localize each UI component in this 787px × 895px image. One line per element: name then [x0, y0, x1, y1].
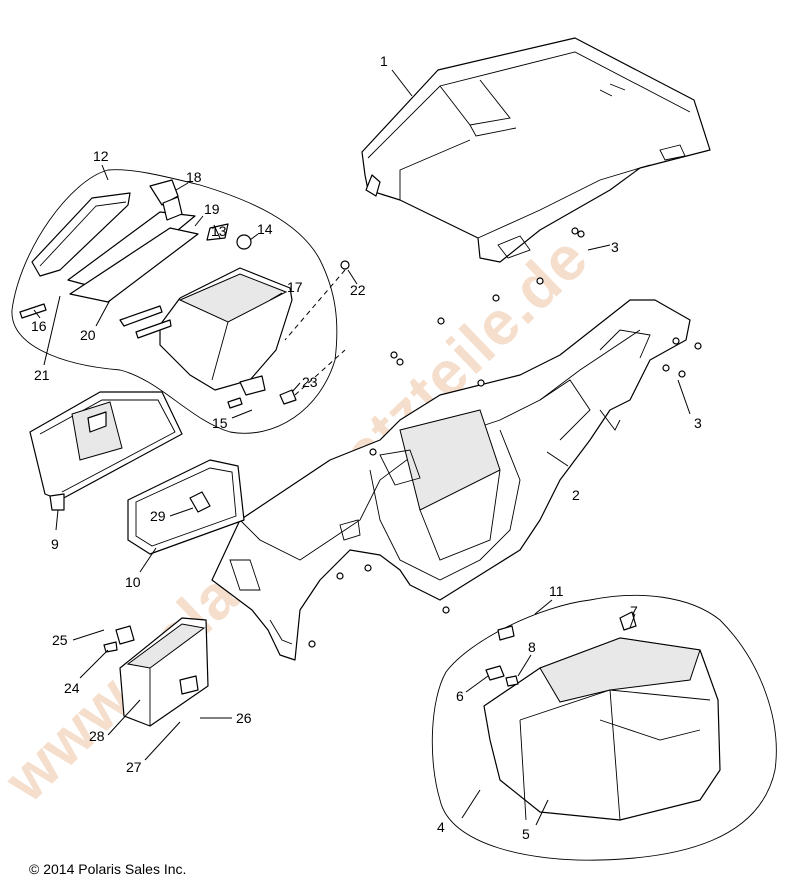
callout-10: 10	[125, 574, 141, 590]
part-29	[189, 491, 211, 513]
callout-13: 13	[211, 223, 227, 239]
leader-lines	[33, 69, 691, 826]
callout-19: 19	[204, 201, 220, 217]
part-28-module	[103, 617, 209, 727]
callout-29: 29	[150, 508, 166, 524]
callout-11: 11	[549, 583, 564, 599]
callout-25: 25	[52, 632, 68, 648]
callout-4: 4	[437, 819, 445, 835]
part-23	[279, 389, 297, 405]
part-22	[340, 260, 350, 270]
callout-5: 5	[522, 826, 530, 842]
callout-6: 6	[456, 688, 464, 704]
callout-17: 17	[287, 279, 303, 295]
callout-9: 9	[51, 536, 59, 552]
callout-2: 2	[572, 487, 580, 503]
callout-23: 23	[302, 374, 318, 390]
callout-14: 14	[257, 221, 273, 237]
part-9-door	[29, 391, 183, 511]
callout-21: 21	[34, 367, 50, 383]
callout-7: 7	[630, 603, 638, 619]
glovebox-detail-bubble	[11, 169, 338, 434]
part-2-dash-frame	[211, 299, 691, 661]
part-1-upper-cover	[361, 37, 711, 263]
callout-20: 20	[80, 327, 96, 343]
callout-15: 15	[212, 415, 228, 431]
callout-labels: 1 2 3 3 4 5 6 7 8 9 10 11 12 13 14 15 16…	[31, 53, 702, 842]
callout-3b: 3	[611, 239, 619, 255]
callout-24: 24	[64, 680, 80, 696]
callout-8: 8	[528, 639, 536, 655]
callout-27: 27	[126, 759, 142, 775]
storage-bin-bubble	[431, 594, 777, 861]
callout-28: 28	[89, 728, 105, 744]
callout-1: 1	[380, 53, 388, 69]
callout-16: 16	[31, 318, 47, 334]
copyright-text: © 2014 Polaris Sales Inc.	[29, 861, 187, 877]
callout-22: 22	[350, 282, 366, 298]
frame-fasteners	[308, 227, 702, 648]
callout-3a: 3	[694, 415, 702, 431]
callout-26: 26	[236, 710, 252, 726]
callout-12: 12	[93, 148, 109, 164]
part-10-seal	[127, 459, 245, 555]
callout-18: 18	[186, 169, 202, 185]
